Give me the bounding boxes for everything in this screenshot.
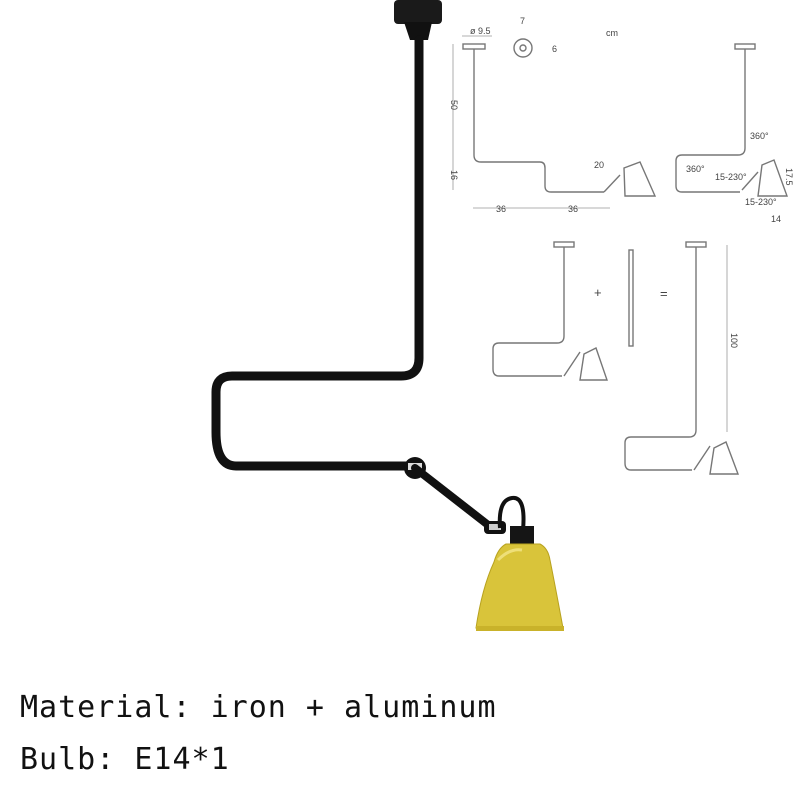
joint-range-1: 15-230°: [715, 172, 747, 182]
lower-arm: [411, 464, 496, 532]
unit-label: cm: [606, 28, 618, 38]
rotation-label-1: 360°: [750, 131, 769, 141]
dim-canopy-depth: 6: [552, 44, 557, 54]
material-value: iron + aluminum: [210, 690, 497, 725]
rotation-label-2: 360°: [686, 164, 705, 174]
equals-sign: =: [660, 286, 668, 301]
dim-arm-length: 20: [594, 160, 604, 170]
canopy: [394, 0, 442, 24]
dim-extended-height: 100: [729, 333, 739, 348]
bulb-value: E14*1: [134, 742, 230, 777]
dim-horizontal-2: 36: [568, 204, 578, 214]
canopy-stem: [404, 22, 432, 40]
dim-shade-height: 17.5: [784, 168, 794, 186]
dim-shade-width: 14: [771, 214, 781, 224]
dim-horizontal-1: 36: [496, 204, 506, 214]
dim-offset-height: 16: [449, 170, 459, 180]
bulb-spec: Bulb: E14*1: [20, 742, 230, 777]
material-spec: Material: iron + aluminum: [20, 690, 497, 725]
plus-sign: +: [594, 285, 602, 300]
material-label: Material:: [20, 690, 192, 725]
joint-range-2: 15-230°: [745, 197, 777, 207]
dim-canopy-diameter: ø 9.5: [470, 26, 491, 36]
dim-canopy-width: 7: [520, 16, 525, 26]
dim-drop-height: 50: [449, 100, 459, 110]
lamp-arm: [211, 35, 424, 471]
bulb-label: Bulb:: [20, 742, 116, 777]
socket: [510, 526, 534, 544]
